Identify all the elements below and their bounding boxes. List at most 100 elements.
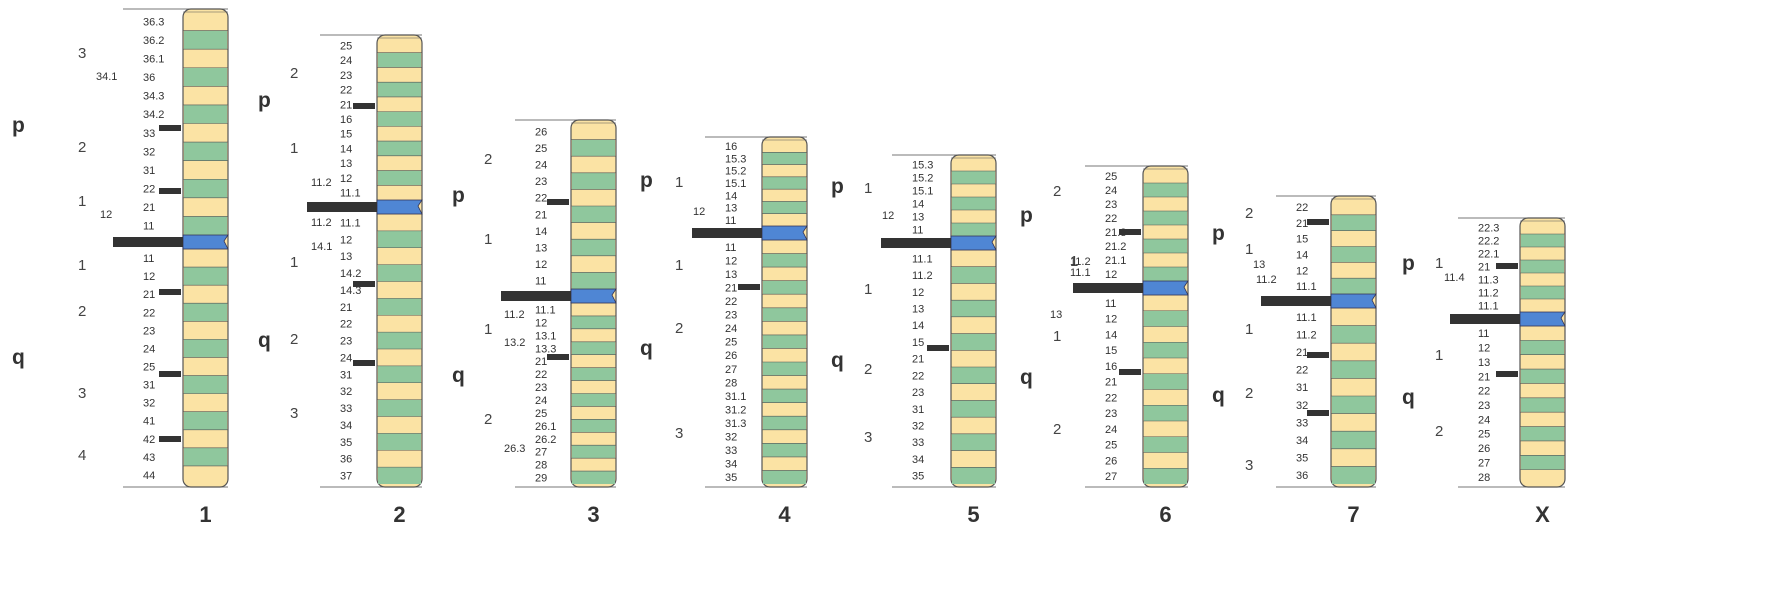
chr-1-p-band-label: 22	[143, 184, 155, 196]
chr-7-region-label: 13	[1253, 259, 1265, 271]
chr-1-region-label: 34.1	[96, 71, 117, 83]
chr-6-p-band	[1144, 267, 1187, 281]
chr-7-centromere-marker	[1261, 296, 1331, 306]
chr-4-centromere-marker	[692, 228, 762, 238]
chr-4-p-band	[763, 201, 806, 213]
chr-2-number-label: 2	[393, 502, 405, 527]
chr-2-region-label: 2	[290, 331, 298, 348]
chr-3-p-band-label: 25	[535, 143, 547, 155]
chr-7-q-band-label: 36	[1296, 470, 1308, 482]
chr-7-p-band	[1332, 215, 1375, 231]
chr-4-q-band-label: 21	[725, 282, 737, 294]
chr-1-region-label: 2	[78, 139, 86, 156]
chr-4-region-marker	[738, 284, 760, 290]
chr-x-region-label: 1	[1435, 255, 1443, 272]
chr-4-region-label: 1	[675, 257, 683, 274]
chr-6-region-marker	[1119, 369, 1141, 375]
chr-3-centromere-marker	[501, 291, 571, 301]
chr-2-p-band-label: 25	[340, 40, 352, 52]
chr-4-q-band-label: 23	[725, 310, 737, 322]
chr-7-arm-q: q	[1212, 384, 1225, 407]
chr-2-region-label: 1	[290, 254, 298, 271]
chr-6-q-band-label: 27	[1105, 471, 1117, 483]
chr-7-region-label: 11.2	[1256, 274, 1277, 286]
chr-4-q-band-label: 24	[725, 323, 737, 335]
chr-3-q-band-label: 24	[535, 395, 547, 407]
chr-2-q-band	[378, 298, 421, 315]
chr-x-p-band-label: 11.1	[1478, 301, 1499, 313]
chr-5-p-band-label: 15.3	[912, 160, 933, 172]
chr-3-p-band-label: 14	[535, 226, 547, 238]
chr-1-q-band-label: 31	[143, 380, 155, 392]
chr-4-arm-q: q	[640, 337, 653, 360]
chr-5-p-band-label: 11	[912, 225, 923, 237]
chr-3-q-band-label: 23	[535, 382, 547, 394]
chr-7-p-band-label: 22	[1296, 202, 1308, 214]
chr-3-q-band-label: 12	[535, 317, 547, 329]
chr-1-p-band-label: 36	[143, 72, 155, 84]
chr-5-q-band	[952, 400, 995, 417]
chr-7-arm-p: p	[1212, 222, 1225, 245]
chr-1-p-band	[184, 142, 227, 161]
chr-2-p-band-label: 24	[340, 55, 352, 67]
chr-2-p-band-label: 13	[340, 158, 352, 170]
chr-6-centromere-marker	[1073, 283, 1143, 293]
chr-5-q-band-label: 13	[912, 304, 924, 316]
chr-2-p-band-label: 21	[340, 99, 352, 111]
chr-x-q-band-label: 21	[1478, 371, 1490, 383]
chr-3-p-band-label: 26	[535, 126, 547, 138]
chr-6-region-label: 1	[1053, 328, 1061, 345]
chr-x-region-marker	[1496, 263, 1518, 269]
chr-4-number-label: 4	[778, 502, 791, 527]
chr-5-q-band-label: 34	[912, 454, 924, 466]
chr-3-p-band	[572, 173, 615, 190]
chr-1-p-band	[184, 216, 227, 235]
chr-4-region-label: 3	[675, 425, 683, 442]
chr-7-q-band	[1332, 326, 1375, 344]
chr-1-number-label: 1	[199, 502, 211, 527]
chr-5-number-label: 5	[967, 502, 979, 527]
chr-1-q-band	[184, 412, 227, 430]
chr-5-q-band-label: 23	[912, 387, 924, 399]
chr-1-arm-p: p	[12, 114, 25, 137]
chr-1-q-band	[184, 339, 227, 357]
chr-2-q-band-label: 14.2	[340, 268, 361, 280]
chr-x-p-band-label: 22.3	[1478, 223, 1499, 235]
chr-5-p-band	[952, 223, 995, 236]
chr-1-q-band-label: 32	[143, 398, 155, 410]
chr-3-region-marker	[547, 354, 569, 360]
chr-5-q-band-label: 35	[912, 471, 924, 483]
chr-4-centromere	[762, 226, 807, 240]
chr-6-q-band-label: 22	[1105, 392, 1117, 404]
chr-5-p-band	[952, 197, 995, 210]
chr-2-p-band-label: 12	[340, 173, 352, 185]
chr-1-p-band-label: 36.2	[143, 35, 164, 47]
chr-2-region-marker	[353, 360, 375, 366]
chr-6-arm-q: q	[1020, 366, 1033, 389]
chr-1-p-band	[184, 105, 227, 124]
chr-3-region-label: 26.3	[504, 443, 525, 455]
chr-6-region-label: 2	[1053, 183, 1061, 200]
chr-6-p-band-label: 21.1	[1105, 255, 1126, 267]
chr-x-region-label: 11.4	[1444, 272, 1465, 284]
chr-5-p-band-label: 13	[912, 212, 924, 224]
chr-2-p-band-label: 16	[340, 114, 352, 126]
chr-3-p-band	[572, 206, 615, 223]
chr-3-p-band-label: 21	[535, 209, 547, 221]
chr-1-q-band-label: 42	[143, 434, 155, 446]
chr-4-p-band-label: 15.1	[725, 178, 746, 190]
chr-1-q-band-label: 22	[143, 307, 155, 319]
chr-7-p-band-label: 14	[1296, 249, 1308, 261]
chr-1-p-band	[184, 31, 227, 50]
chr-6-arm-p: p	[1020, 204, 1033, 227]
chr-1-p-band-label: 33	[143, 128, 155, 140]
chr-6-region-label: 2	[1053, 421, 1061, 438]
chr-3-p-band-label: 24	[535, 160, 547, 172]
chr-x-q-band-label: 26	[1478, 443, 1490, 455]
chr-6-p-band	[1144, 239, 1187, 253]
chr-6-q-band-label: 14	[1105, 329, 1117, 341]
chr-7-q-band-label: 31	[1296, 382, 1308, 394]
chr-x-q-band-label: 13	[1478, 357, 1490, 369]
chr-1-p-band-label: 11	[143, 221, 154, 233]
chr-5-region-label: 3	[864, 429, 872, 446]
